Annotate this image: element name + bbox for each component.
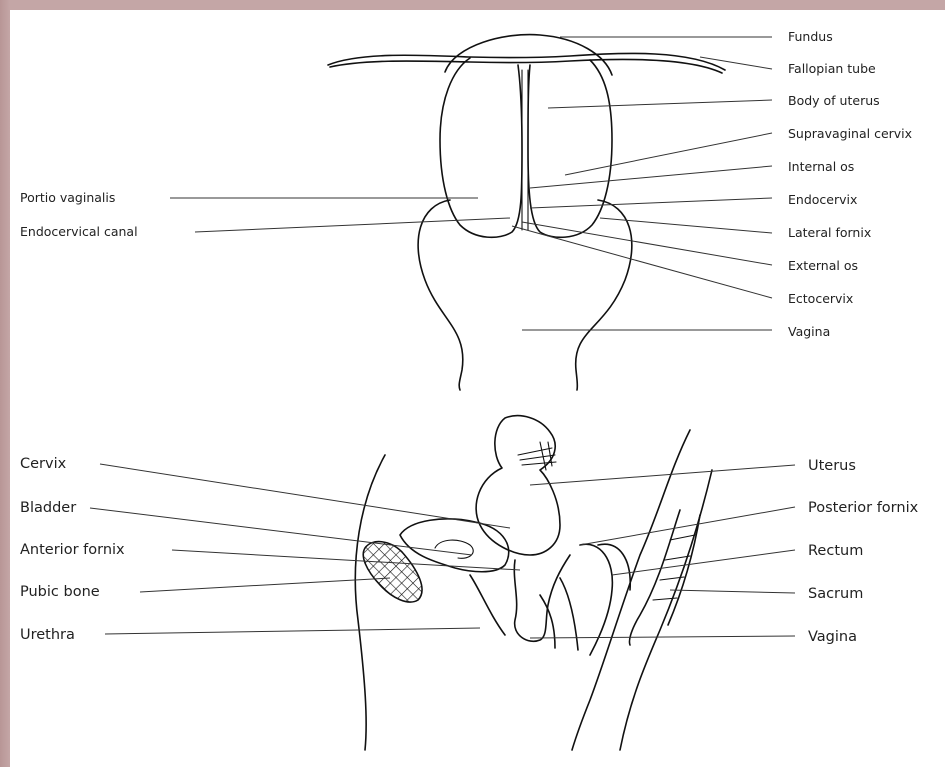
label-external-os: External os (788, 258, 858, 273)
label-anterior-fornix: Anterior fornix (20, 542, 125, 558)
vagina-outline-right (576, 200, 632, 390)
label-urethra: Urethra (20, 627, 75, 643)
anterior-body-contour (355, 455, 385, 750)
label-rectum: Rectum (808, 543, 863, 559)
label-portio-vaginalis: Portio vaginalis (20, 190, 115, 205)
top-uterus-drawing (328, 35, 725, 390)
label-pubic-bone: Pubic bone (20, 584, 100, 600)
bottom-labels-left: Cervix Bladder Anterior fornix Pubic bon… (20, 456, 125, 643)
label-fundus: Fundus (788, 29, 833, 44)
top-leader-lines (170, 37, 772, 330)
label-internal-os: Internal os (788, 159, 854, 174)
label-fallopian-tube: Fallopian tube (788, 61, 876, 76)
posterior-skin-contour (620, 470, 712, 750)
fallopian-fimbriae (518, 442, 556, 470)
bottom-pelvis-drawing (355, 416, 712, 750)
label-ectocervix: Ectocervix (788, 291, 853, 306)
label-cervix: Cervix (20, 456, 67, 472)
vagina-outline (418, 200, 463, 390)
uterus-left-half (440, 58, 522, 237)
label-posterior-fornix: Posterior fornix (808, 500, 919, 516)
label-supravaginal-cervix: Supravaginal cervix (788, 126, 912, 141)
label-vagina-top: Vagina (788, 324, 830, 339)
fallopian-tube-shape-lower (330, 59, 722, 73)
label-uterus: Uterus (808, 458, 856, 474)
label-vagina-bottom: Vagina (808, 629, 857, 645)
label-endocervical-canal: Endocervical canal (20, 224, 138, 239)
top-labels-right: Fundus Fallopian tube Body of uterus Sup… (788, 29, 912, 339)
uterus-shape (476, 416, 560, 555)
label-endocervix: Endocervix (788, 192, 857, 207)
label-sacrum: Sacrum (808, 586, 863, 602)
top-labels-left: Portio vaginalis Endocervical canal (20, 190, 138, 239)
bottom-labels-right: Uterus Posterior fornix Rectum Sacrum Va… (808, 458, 919, 645)
label-body-of-uterus: Body of uterus (788, 93, 880, 108)
urethra-shape (470, 575, 505, 635)
label-bladder: Bladder (20, 500, 76, 516)
sacrum-shape (629, 510, 680, 645)
label-lateral-fornix: Lateral fornix (788, 225, 871, 240)
uterus-right-half (528, 60, 612, 237)
cervical-canal (522, 70, 528, 230)
bladder-inner (435, 540, 473, 558)
rectum-shape (580, 544, 630, 655)
vaginal-canal (540, 578, 578, 650)
